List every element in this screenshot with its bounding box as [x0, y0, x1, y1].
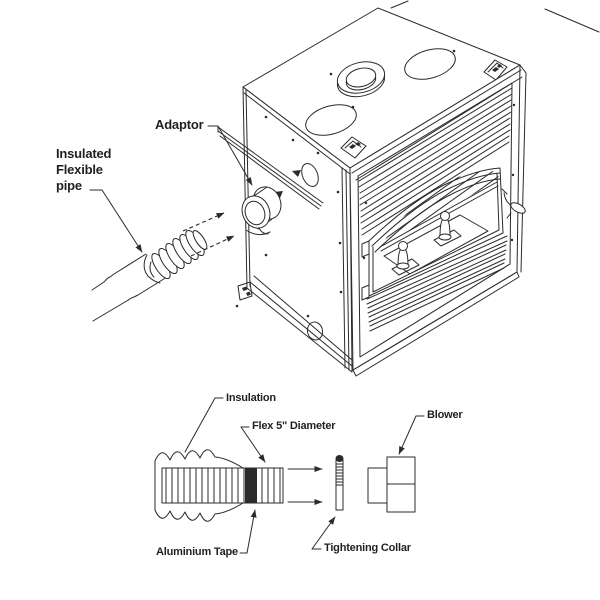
insulation-leader-line: [184, 397, 224, 453]
top-face-rivets: [329, 49, 456, 109]
tightening-collar-leader-line: [311, 516, 336, 550]
aluminium-tape-label: Aluminium Tape: [156, 546, 238, 558]
detail-flex-pipe: [154, 449, 284, 522]
blower-label: Blower: [427, 409, 463, 421]
insertion-arrows: [182, 212, 235, 257]
detail-direction-arrows: [287, 466, 323, 505]
air-intake-adaptor: [241, 186, 282, 236]
corner-bracket-front: [340, 136, 367, 159]
side-panel-hole-lower: [306, 321, 324, 341]
stove-top-face: [242, 0, 600, 169]
front-rivets: [362, 103, 516, 260]
insulation-label: Insulation: [226, 392, 276, 404]
insulated-flexible-pipe: [91, 229, 208, 322]
insulated-pipe-leader-line: [89, 189, 143, 253]
top-cutout-left: [305, 104, 357, 136]
corner-bracket-right: [483, 59, 508, 81]
insulated-pipe-label: Insulated Flexible pipe: [56, 146, 111, 194]
pipe-corrugated-end: [151, 229, 208, 280]
insulation-jacket: [154, 449, 244, 522]
top-cutout-right: [404, 48, 456, 80]
background-frame-lines: [390, 0, 600, 33]
adaptor-label: Adaptor: [155, 117, 204, 132]
blower-leader-line: [398, 415, 425, 455]
pipe-ribs: [165, 467, 281, 504]
andiron-right: [433, 211, 462, 247]
lower-louvers: [366, 235, 508, 332]
flex-diameter-label: Flex 5" Diameter: [252, 420, 336, 432]
intake-mounting-rail: [217, 126, 324, 210]
door-hinges: [361, 240, 370, 301]
stove-front-face: [349, 64, 527, 377]
fire-door: [361, 167, 504, 301]
collar-screw-thread: [335, 463, 344, 486]
insulated-pipe-label-line2: Flexible: [56, 162, 103, 177]
log-retainer-bar: [379, 181, 499, 252]
front-inner-frame: [357, 82, 513, 358]
upper-louvers: [358, 87, 513, 236]
andiron-left: [391, 241, 420, 276]
stove-side-panel: [217, 86, 353, 373]
air-intake-hole: [301, 163, 319, 187]
flex-leader-line: [240, 426, 266, 463]
tightening-collar: [335, 455, 344, 511]
insulated-pipe-label-line3: pipe: [56, 178, 82, 193]
aluminium-tape-leader-line: [239, 509, 257, 554]
flue-collar-ring: [336, 61, 386, 98]
front-base: [352, 271, 520, 377]
blower: [367, 456, 416, 513]
aluminium-tape-band: [245, 468, 257, 503]
insulated-pipe-label-line1: Insulated: [56, 146, 112, 161]
tightening-collar-label: Tightening Collar: [324, 542, 411, 554]
side-bottom-rail: [249, 275, 353, 367]
door-handle: [501, 188, 526, 219]
side-corner-bracket: [237, 281, 253, 301]
pipe-scrunch: [143, 254, 161, 284]
adaptor-leader-line: [207, 125, 253, 186]
